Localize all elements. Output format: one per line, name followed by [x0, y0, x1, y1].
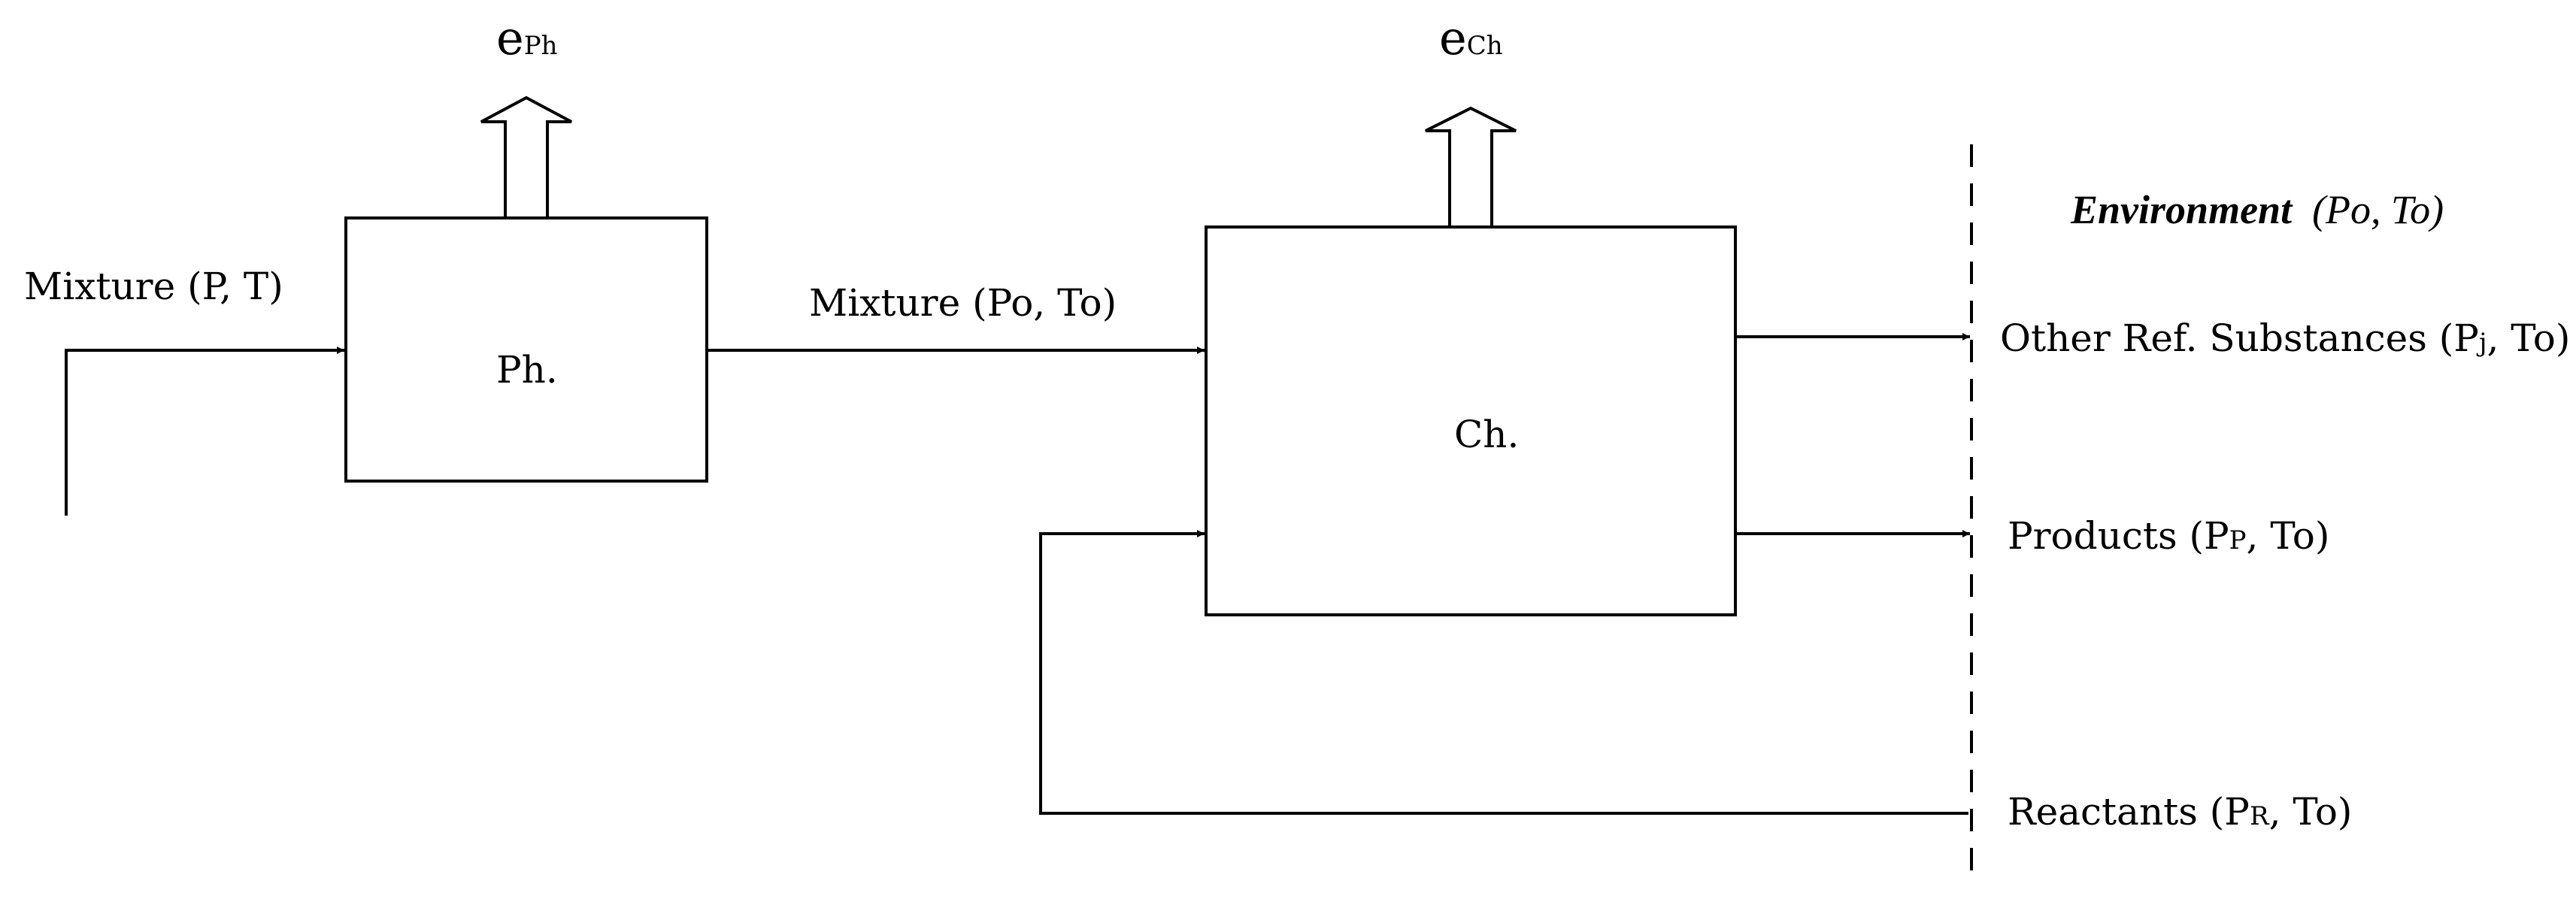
reactants-text-pre: Reactants (P	[2008, 790, 2250, 834]
e-ch-base: e	[1439, 11, 1467, 65]
mixture-transfer-label: Mixture (Po, To)	[809, 281, 1117, 325]
e-ph-subscript: Ph	[523, 31, 558, 61]
products-subscript: P	[2229, 525, 2247, 555]
e-ph-base: e	[496, 11, 524, 65]
reactants-line	[1039, 530, 1968, 815]
e-ch-arrow	[1425, 106, 1517, 229]
ch-block-label: Ch.	[1454, 413, 1520, 456]
reactants-text-post: , To)	[2268, 790, 2353, 834]
other-ref-subscript: j	[2478, 328, 2487, 358]
e-ph-label: ePh	[496, 15, 557, 62]
other-ref-substances-label: Other Ref. Substances (Pj, To)	[2000, 319, 2570, 357]
e-ch-label: eCh	[1439, 15, 1503, 62]
other-ref-text-pre: Other Ref. Substances (P	[2000, 316, 2479, 360]
products-text-post: , To)	[2246, 514, 2330, 558]
ph-block-label: Ph.	[496, 348, 558, 392]
reactants-subscript: R	[2249, 801, 2269, 831]
environment-label: Environment (Po, To)	[2071, 189, 2444, 230]
e-ch-subscript: Ch	[1466, 31, 1503, 61]
other-ref-text-post: , To)	[2487, 316, 2571, 360]
e-ph-arrow	[480, 95, 572, 219]
environment-name: Environment	[2071, 187, 2293, 232]
mixture-inlet-line	[65, 347, 344, 516]
reactants-label: Reactants (PR, To)	[2008, 793, 2352, 831]
mixture-inlet-label: Mixture (P, T)	[24, 265, 283, 308]
products-label: Products (PP, To)	[2008, 517, 2329, 555]
products-text-pre: Products (P	[2008, 514, 2229, 558]
environment-state: (Po, To)	[2312, 187, 2444, 232]
